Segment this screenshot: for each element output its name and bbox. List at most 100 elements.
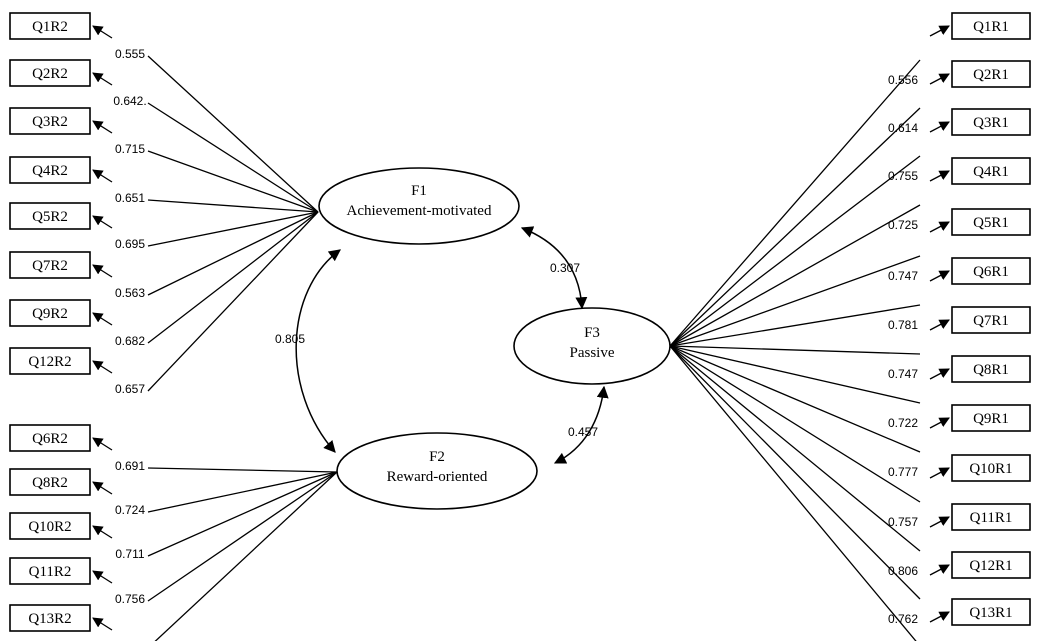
loading-path bbox=[147, 471, 338, 602]
indicator-q12r1: Q12R1 bbox=[951, 551, 1031, 579]
indicator-label: Q3R2 bbox=[32, 114, 68, 130]
indicator-q9r1: Q9R1 bbox=[951, 404, 1031, 432]
loading-value: 0.695 bbox=[115, 237, 145, 251]
loading-value: 0.657 bbox=[115, 382, 145, 396]
loading-paths: 0.5550.642.0.7150.6510.6950.5630.6820.65… bbox=[92, 25, 950, 641]
indicator-label: Q1R1 bbox=[973, 19, 1009, 35]
error-arrow bbox=[92, 481, 113, 495]
indicator-q1r2: Q1R2 bbox=[9, 12, 91, 40]
loading-value: 0.642. bbox=[113, 94, 146, 108]
error-arrow bbox=[92, 169, 113, 183]
indicator-q4r2: Q4R2 bbox=[9, 156, 91, 184]
indicator-q1r1: Q1R1 bbox=[951, 12, 1031, 40]
indicator-q6r1: Q6R1 bbox=[951, 257, 1031, 285]
loading-path bbox=[669, 155, 921, 347]
indicator-label: Q10R1 bbox=[969, 461, 1012, 477]
error-arrow bbox=[92, 120, 113, 134]
indicator-label: Q4R2 bbox=[32, 163, 68, 179]
indicator-label: Q7R1 bbox=[973, 313, 1009, 329]
factor-f1-id: F1 bbox=[411, 183, 427, 199]
loading-path bbox=[154, 471, 338, 641]
indicator-label: Q5R1 bbox=[973, 215, 1009, 231]
loading-value: 0.777 bbox=[888, 465, 918, 479]
indicator-label: Q11R2 bbox=[29, 564, 72, 580]
error-arrow bbox=[929, 564, 950, 576]
corr-f1-f2-label: 0.805 bbox=[275, 332, 305, 346]
loading-value: 0.722 bbox=[888, 416, 918, 430]
indicator-q8r2: Q8R2 bbox=[9, 468, 91, 496]
factor-correlations: 0.805 0.307 0.457 bbox=[275, 226, 609, 464]
loading-path bbox=[147, 471, 338, 557]
latent-factors: F1 Achievement-motivated F2 Reward-orien… bbox=[318, 167, 671, 510]
indicator-q9r2: Q9R2 bbox=[9, 299, 91, 327]
loading-path bbox=[669, 345, 921, 552]
loading-value: 0.682 bbox=[115, 334, 145, 348]
error-arrow bbox=[929, 368, 950, 380]
indicator-q4r1: Q4R1 bbox=[951, 157, 1031, 185]
loading-path bbox=[669, 59, 921, 347]
indicator-label: Q11R1 bbox=[970, 510, 1013, 526]
indicator-q7r2: Q7R2 bbox=[9, 251, 91, 279]
indicator-label: Q3R1 bbox=[973, 115, 1009, 131]
error-arrow bbox=[92, 72, 113, 86]
loading-path bbox=[669, 255, 921, 347]
corr-f2-f3-arc bbox=[553, 385, 609, 464]
indicator-q10r2: Q10R2 bbox=[9, 512, 91, 540]
loading-path bbox=[147, 150, 319, 213]
error-arrow bbox=[929, 467, 950, 479]
loading-value: 0.755 bbox=[888, 169, 918, 183]
indicator-label: Q13R1 bbox=[969, 605, 1012, 621]
loading-path bbox=[669, 345, 921, 453]
loading-path bbox=[147, 102, 319, 213]
indicator-label: Q13R2 bbox=[28, 611, 71, 627]
loading-path bbox=[147, 467, 338, 473]
factor-f3-id: F3 bbox=[584, 325, 600, 341]
corr-f1-f3-arc bbox=[520, 226, 588, 310]
loading-value: 0.781 bbox=[888, 318, 918, 332]
loading-value: 0.757 bbox=[888, 515, 918, 529]
indicator-q2r2: Q2R2 bbox=[9, 59, 91, 87]
loading-value: 0.651 bbox=[115, 191, 145, 205]
indicator-label: Q5R2 bbox=[32, 209, 68, 225]
corr-f2-f3-label: 0.457 bbox=[568, 425, 598, 439]
loading-path bbox=[147, 199, 319, 213]
indicator-label: Q2R2 bbox=[32, 66, 68, 82]
factor-f3-label: Passive bbox=[570, 345, 615, 361]
loading-path bbox=[669, 204, 921, 347]
indicator-label: Q8R2 bbox=[32, 475, 68, 491]
error-arrow bbox=[92, 617, 113, 631]
loading-value: 0.747 bbox=[888, 367, 918, 381]
factor-f1: F1 Achievement-motivated bbox=[318, 167, 520, 245]
loading-path bbox=[147, 211, 319, 296]
error-arrow bbox=[92, 360, 113, 374]
indicator-label: Q7R2 bbox=[32, 258, 68, 274]
indicator-label: Q8R1 bbox=[973, 362, 1009, 378]
indicator-label: Q12R2 bbox=[28, 354, 71, 370]
indicator-q12r2: Q12R2 bbox=[9, 347, 91, 375]
loading-value: 0.762 bbox=[888, 612, 918, 626]
error-arrow bbox=[929, 73, 950, 85]
error-arrow bbox=[929, 170, 950, 182]
loading-value: 0.563 bbox=[115, 286, 145, 300]
factor-f2-label: Reward-oriented bbox=[387, 469, 488, 485]
indicator-boxes: Q1R2Q2R2Q3R2Q4R2Q5R2Q7R2Q9R2Q12R2Q6R2Q8R… bbox=[9, 12, 1031, 632]
indicator-label: Q10R2 bbox=[28, 519, 71, 535]
error-arrow bbox=[92, 437, 113, 451]
error-arrow bbox=[92, 312, 113, 326]
indicator-label: Q12R1 bbox=[969, 558, 1012, 574]
loading-path bbox=[147, 211, 319, 392]
loading-path bbox=[669, 345, 917, 641]
loading-path bbox=[147, 55, 319, 213]
loading-path bbox=[669, 107, 921, 347]
indicator-q13r1: Q13R1 bbox=[951, 598, 1031, 626]
error-arrow bbox=[929, 270, 950, 282]
loading-value: 0.711 bbox=[115, 547, 144, 561]
factor-f1-label: Achievement-motivated bbox=[347, 203, 492, 219]
loading-value: 0.691 bbox=[115, 459, 145, 473]
indicator-q2r1: Q2R1 bbox=[951, 60, 1031, 88]
loading-value: 0.725 bbox=[888, 218, 918, 232]
corr-f1-f3-label: 0.307 bbox=[550, 261, 580, 275]
error-arrow bbox=[92, 25, 113, 39]
error-arrow bbox=[92, 570, 113, 584]
indicator-label: Q9R2 bbox=[32, 306, 68, 322]
